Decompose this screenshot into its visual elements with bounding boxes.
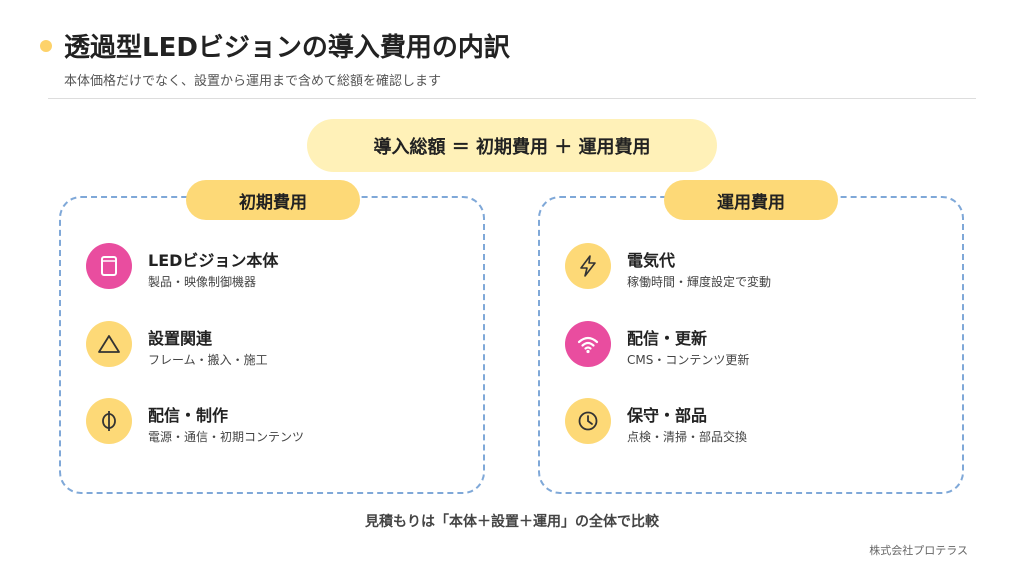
company-name: 株式会社プロテラス — [869, 544, 968, 557]
tablet-icon — [86, 243, 132, 289]
item-title: 配信・更新 — [627, 329, 708, 348]
item-description: 製品・映像制御機器 — [148, 275, 257, 289]
footer-note: 見積もりは「本体＋設置＋運用」の全体で比較 — [365, 514, 659, 530]
item-description: 電源・通信・初期コンテンツ — [148, 430, 305, 444]
item-description: 稼働時間・輝度設定で変動 — [627, 275, 772, 289]
formula-banner: 導入総額 ＝ 初期費用 ＋ 運用費用 — [307, 119, 717, 172]
title-bullet — [40, 40, 52, 52]
operating-costs-label: 運用費用 — [664, 180, 838, 220]
page-subtitle: 本体価格だけでなく、設置から運用まで含めて総額を確認します — [64, 74, 442, 89]
header-divider — [48, 98, 976, 99]
lightning-icon — [565, 243, 611, 289]
clock-icon — [565, 398, 611, 444]
item-description: CMS・コンテンツ更新 — [627, 353, 750, 367]
page-title: 透過型LEDビジョンの導入費用の内訳 — [64, 33, 510, 63]
phi-icon — [86, 398, 132, 444]
item-title: 設置関連 — [148, 329, 213, 348]
item-description: フレーム・搬入・施工 — [148, 353, 268, 367]
item-description: 点検・清掃・部品交換 — [627, 430, 748, 444]
triangle-icon — [86, 321, 132, 367]
item-title: LEDビジョン本体 — [148, 251, 279, 270]
item-title: 配信・制作 — [148, 406, 229, 425]
item-title: 保守・部品 — [627, 406, 708, 425]
item-title: 電気代 — [627, 251, 676, 270]
initial-costs-label: 初期費用 — [186, 180, 360, 220]
wifi-icon — [565, 321, 611, 367]
